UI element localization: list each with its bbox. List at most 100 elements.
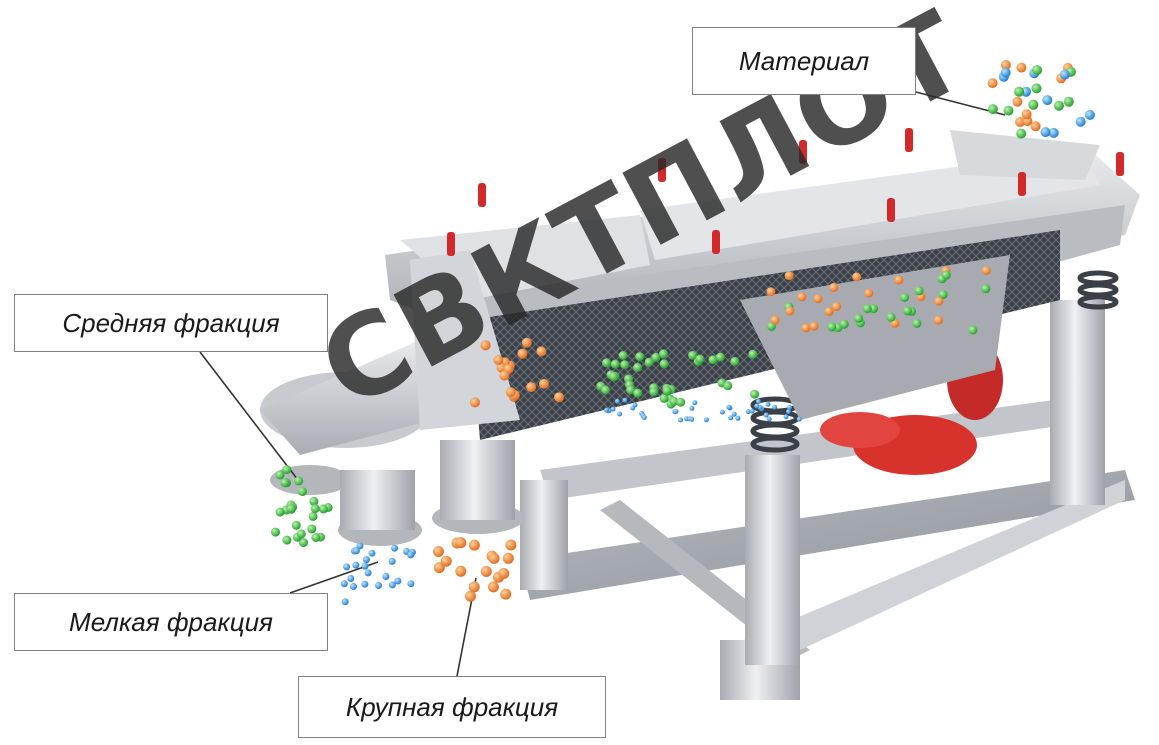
particle — [689, 405, 695, 411]
particle — [784, 271, 794, 281]
particle — [1042, 95, 1053, 106]
particle — [610, 359, 620, 369]
particle — [539, 378, 549, 389]
particle — [692, 400, 698, 406]
particle — [852, 272, 862, 282]
particle — [726, 404, 732, 410]
particle — [505, 539, 517, 551]
particle — [1003, 105, 1014, 116]
discharge-outlets — [260, 250, 524, 546]
particle — [468, 539, 480, 551]
particle — [829, 282, 839, 292]
particle — [609, 372, 619, 382]
particle-icon — [271, 60, 1095, 606]
particle — [785, 306, 795, 316]
particle — [347, 575, 355, 582]
particle — [311, 533, 321, 542]
particle — [343, 563, 351, 571]
particle — [526, 382, 537, 393]
particle — [308, 511, 318, 521]
particle — [310, 504, 320, 514]
particle — [772, 404, 778, 410]
particle — [748, 349, 758, 359]
particle — [299, 538, 308, 548]
particle — [728, 415, 734, 421]
particle — [862, 304, 872, 314]
particle — [280, 478, 290, 488]
particle — [361, 562, 369, 570]
particle — [275, 470, 285, 480]
particle — [601, 385, 611, 395]
particle — [602, 358, 611, 368]
particle — [1059, 69, 1070, 80]
particle — [688, 350, 698, 360]
particle — [433, 562, 445, 574]
particle — [468, 581, 480, 593]
particle — [362, 556, 370, 564]
particle — [641, 415, 647, 420]
material-label: Материал — [692, 27, 916, 95]
particle — [275, 507, 285, 517]
particle — [1015, 117, 1026, 127]
particle — [1016, 62, 1027, 73]
particle — [440, 555, 452, 567]
particle — [633, 363, 643, 372]
particle — [296, 529, 306, 539]
base-frame — [520, 300, 1135, 700]
particle — [1075, 116, 1086, 127]
particle — [352, 561, 360, 569]
particle — [517, 348, 528, 359]
particle — [361, 580, 369, 588]
particle — [770, 315, 780, 325]
particle — [470, 397, 480, 408]
particle — [676, 397, 686, 407]
particle — [382, 573, 390, 580]
particle — [364, 569, 372, 577]
particle — [797, 292, 807, 302]
particle — [673, 408, 679, 414]
particle — [341, 598, 349, 606]
particle — [633, 388, 643, 398]
particle — [1014, 86, 1025, 97]
particle — [659, 349, 668, 359]
medium-fraction-label-text: Средняя фракция — [62, 307, 280, 338]
particle — [350, 583, 357, 590]
particle — [340, 580, 348, 588]
medium-fraction-label: Средняя фракция — [14, 294, 328, 352]
particle — [626, 385, 636, 395]
motor-icon — [820, 340, 1003, 475]
material-label-text: Материал — [738, 45, 870, 76]
particle — [493, 355, 504, 365]
particle — [604, 407, 609, 413]
particle — [554, 392, 564, 403]
particle — [498, 568, 510, 579]
particle — [695, 354, 705, 364]
particle — [763, 412, 769, 418]
particle — [617, 411, 623, 417]
particle — [1032, 65, 1043, 76]
particle — [487, 581, 499, 593]
fine-fraction-label-text: Мелкая фракция — [69, 606, 273, 637]
particle — [981, 284, 991, 294]
particle — [708, 355, 718, 365]
coarse-fraction-label: Крупная фракция — [298, 676, 606, 738]
particle — [505, 387, 516, 398]
clamp-icon — [447, 128, 1124, 256]
particle — [941, 270, 951, 280]
particle — [502, 552, 514, 564]
particle — [1030, 121, 1041, 132]
particle — [644, 357, 654, 367]
particle — [649, 387, 659, 397]
particle — [1012, 96, 1023, 107]
particle — [766, 416, 772, 422]
particle — [659, 359, 669, 369]
particle — [987, 78, 998, 89]
particle — [391, 544, 399, 552]
particle — [282, 465, 292, 475]
particle — [934, 315, 943, 325]
particle — [407, 580, 415, 588]
particle — [765, 401, 771, 407]
particle — [318, 504, 328, 514]
particle — [719, 409, 725, 415]
